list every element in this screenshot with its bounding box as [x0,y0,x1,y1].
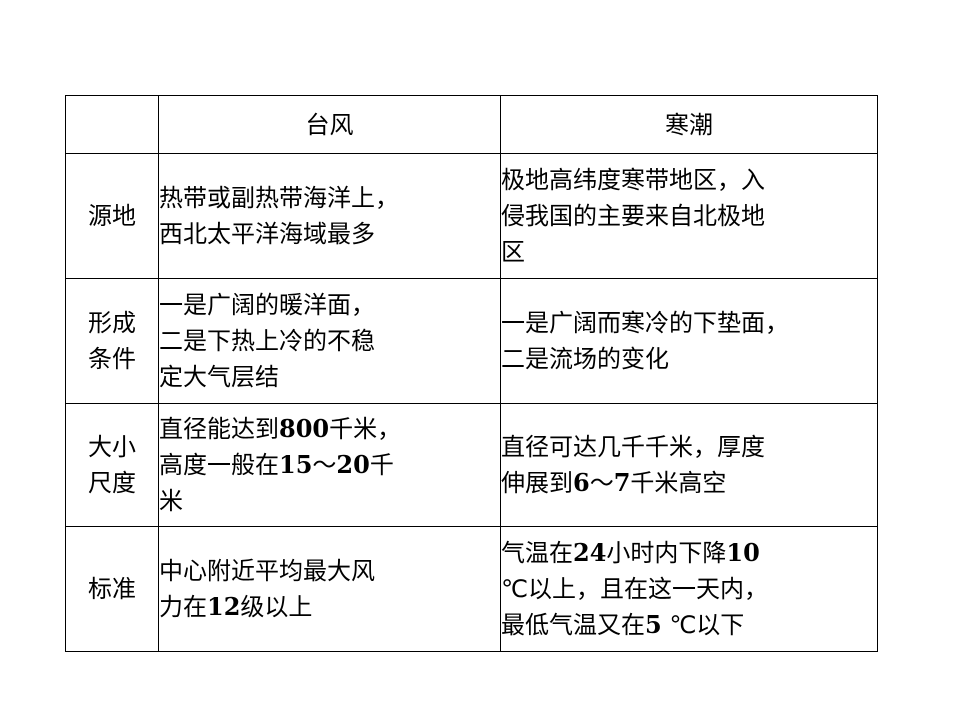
header-row: 台风 寒潮 [65,95,878,154]
cell-typhoon-formation: 一是广阔的暖洋面， 二是下热上冷的不稳 定大气层结 [158,278,501,404]
cell-cold-wave-standard: 气温在24小时内下降10 ℃以上，且在这一天内， 最低气温又在5 ℃以下 [500,526,878,652]
comparison-table: 台风 寒潮 源地 热带或副热带海洋上， 西北太平洋海域最多 极地高纬度寒带地区，… [65,95,878,652]
row-label-scale: 大小 尺度 [65,403,159,527]
cell-cold-wave-scale: 直径可达几千千米，厚度 伸展到6～7千米高空 [500,403,878,527]
corner-cell [65,95,159,154]
row-label-formation: 形成 条件 [65,278,159,404]
cell-typhoon-standard: 中心附近平均最大风 力在12级以上 [158,526,501,652]
header-typhoon: 台风 [158,95,501,154]
table-row-standard: 标准 中心附近平均最大风 力在12级以上 气温在24小时内下降10 ℃以上，且在… [65,526,878,652]
header-cold-wave: 寒潮 [500,95,878,154]
table-row-source: 源地 热带或副热带海洋上， 西北太平洋海域最多 极地高纬度寒带地区，入 侵我国的… [65,153,878,279]
table-row-formation: 形成 条件 一是广阔的暖洋面， 二是下热上冷的不稳 定大气层结 一是广阔而寒冷的… [65,278,878,404]
row-label-source: 源地 [65,153,159,279]
table-row-scale: 大小 尺度 直径能达到800千米， 高度一般在15～20千 米 直径可达几千千米… [65,403,878,527]
cell-cold-wave-formation: 一是广阔而寒冷的下垫面， 二是流场的变化 [500,278,878,404]
row-label-standard: 标准 [65,526,159,652]
cell-typhoon-scale: 直径能达到800千米， 高度一般在15～20千 米 [158,403,501,527]
cell-cold-wave-source: 极地高纬度寒带地区，入 侵我国的主要来自北极地 区 [500,153,878,279]
cell-typhoon-source: 热带或副热带海洋上， 西北太平洋海域最多 [158,153,501,279]
